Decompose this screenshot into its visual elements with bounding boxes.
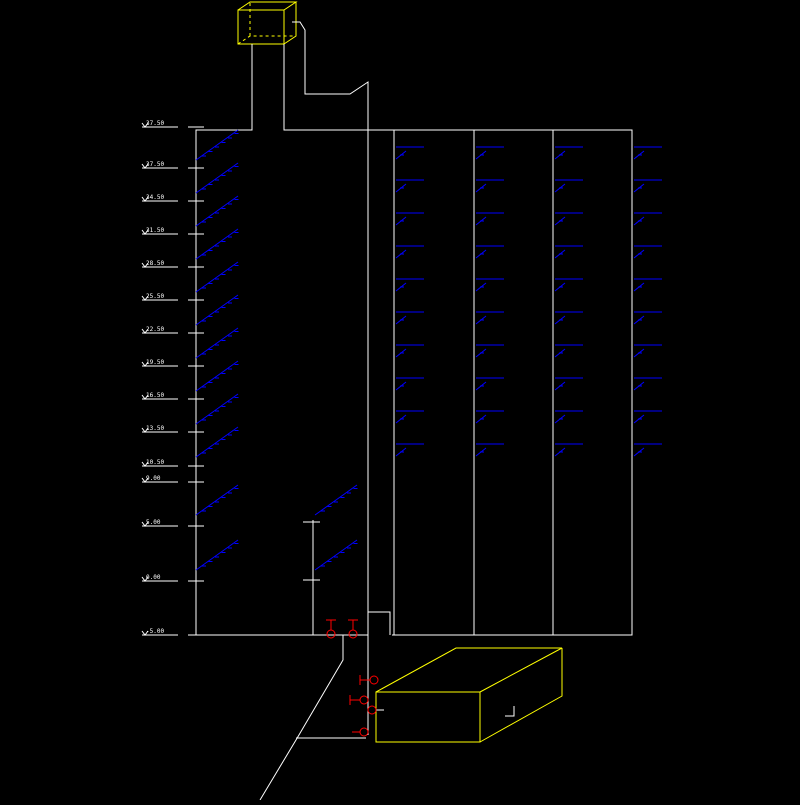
tank-inlet-pipe xyxy=(505,706,515,717)
elevation-mark: 31.50 xyxy=(141,227,204,235)
elevation-mark: 25.50 xyxy=(141,293,204,301)
floor-branch-pipe xyxy=(475,377,504,391)
underground-water-tank-icon xyxy=(375,647,563,743)
elevation-label: 13.50 xyxy=(146,425,164,432)
elevation-mark: 34.50 xyxy=(141,194,204,202)
riser-pipes xyxy=(195,21,633,801)
elevation-mark: 37.50 xyxy=(141,161,204,169)
roof-water-tank-icon xyxy=(237,1,298,45)
elevation-label: 16.50 xyxy=(146,392,164,399)
elevation-mark: 0.00 xyxy=(141,574,204,582)
branch-pipe xyxy=(195,426,239,458)
branch-pipe xyxy=(195,162,239,194)
floor-branch-pipe xyxy=(554,212,583,226)
floor-branch-pipe xyxy=(633,278,662,292)
floor-branch-pipe xyxy=(395,377,424,391)
floor-branch-pipe xyxy=(554,278,583,292)
floor-branch-pipe xyxy=(475,410,504,424)
elevation-label: 25.50 xyxy=(146,293,164,300)
elevation-label: 37.50 xyxy=(146,120,164,127)
floor-branch-pipe xyxy=(633,377,662,391)
floor-branch-pipe xyxy=(395,146,424,160)
floor-branch-pipe xyxy=(475,245,504,259)
elevation-label: 0.00 xyxy=(146,574,161,581)
elevation-label: 10.50 xyxy=(146,459,164,466)
floor-branch-pipe xyxy=(395,311,424,325)
floor-branch-pipe xyxy=(475,179,504,193)
elevation-mark: 37.50 xyxy=(141,120,204,128)
floor-branch-pipe xyxy=(554,146,583,160)
elevation-mark: 5.00 xyxy=(141,519,204,527)
floor-branch-pipe xyxy=(554,179,583,193)
elevation-label: 34.50 xyxy=(146,194,164,201)
floor-branch-pipe xyxy=(395,212,424,226)
elevation-label: -5.00 xyxy=(146,628,164,635)
floor-branch-pipe xyxy=(554,344,583,358)
floor-branch-pipe xyxy=(633,344,662,358)
floor-branch-pipe xyxy=(475,344,504,358)
branch-pipe xyxy=(195,129,239,161)
branch-pipe xyxy=(195,228,239,260)
branch-pipe xyxy=(195,195,239,227)
branch-pipe xyxy=(195,484,239,516)
floor-branch-pipe xyxy=(554,245,583,259)
elevation-marks: 37.50 37.50 34.50 31.50 28.50 25.50 22.50 19.50… xyxy=(141,120,204,636)
elevation-label: 5.00 xyxy=(146,519,161,526)
floor-branch-pipe xyxy=(633,146,662,160)
branch-pipe xyxy=(195,539,239,571)
floor-branch-pipe xyxy=(395,344,424,358)
floor-branch-pipe xyxy=(475,278,504,292)
floor-branch-pipe xyxy=(554,377,583,391)
floor-branch-pipe xyxy=(554,443,583,457)
floor-branch-pipe xyxy=(395,443,424,457)
branch-pipe xyxy=(195,261,239,293)
branch-pipe xyxy=(314,539,358,571)
elevation-label: 9.00 xyxy=(146,475,161,482)
elevation-mark: 10.50 xyxy=(141,459,204,467)
elevation-mark: 28.50 xyxy=(141,260,204,268)
right-branch-pipes xyxy=(395,146,662,457)
elevation-label: 28.50 xyxy=(146,260,164,267)
elevation-mark: 9.00 xyxy=(141,475,204,483)
floor-branch-pipe xyxy=(475,146,504,160)
floor-branch-pipe xyxy=(395,245,424,259)
floor-branch-pipe xyxy=(475,443,504,457)
elevation-mark: 16.50 xyxy=(141,392,204,400)
elevation-label: 31.50 xyxy=(146,227,164,234)
elevation-label: 22.50 xyxy=(146,326,164,333)
floor-branch-pipe xyxy=(633,410,662,424)
branch-pipe xyxy=(195,327,239,359)
gate-valve-icon xyxy=(326,619,379,737)
elevation-mark: 22.50 xyxy=(141,326,204,334)
floor-branch-pipe xyxy=(633,443,662,457)
branch-pipe xyxy=(195,360,239,392)
left-branch-pipes xyxy=(195,129,358,571)
floor-branch-pipe xyxy=(395,410,424,424)
elevation-mark: -5.00 xyxy=(141,628,204,636)
floor-branch-pipe xyxy=(554,410,583,424)
elevation-label: 37.50 xyxy=(146,161,164,168)
floor-branch-pipe xyxy=(395,278,424,292)
branch-pipe xyxy=(195,393,239,425)
floor-branch-pipe xyxy=(554,311,583,325)
floor-branch-pipe xyxy=(633,311,662,325)
floor-branch-pipe xyxy=(633,212,662,226)
branch-pipe xyxy=(314,484,358,516)
branch-pipe xyxy=(195,294,239,326)
floor-branch-pipe xyxy=(633,179,662,193)
floor-branch-pipe xyxy=(475,311,504,325)
floor-branch-pipe xyxy=(475,212,504,226)
elevation-mark: 13.50 xyxy=(141,425,204,433)
elevation-mark: 19.50 xyxy=(141,359,204,367)
floor-branch-pipe xyxy=(395,179,424,193)
elevation-label: 19.50 xyxy=(146,359,164,366)
floor-branch-pipe xyxy=(633,245,662,259)
